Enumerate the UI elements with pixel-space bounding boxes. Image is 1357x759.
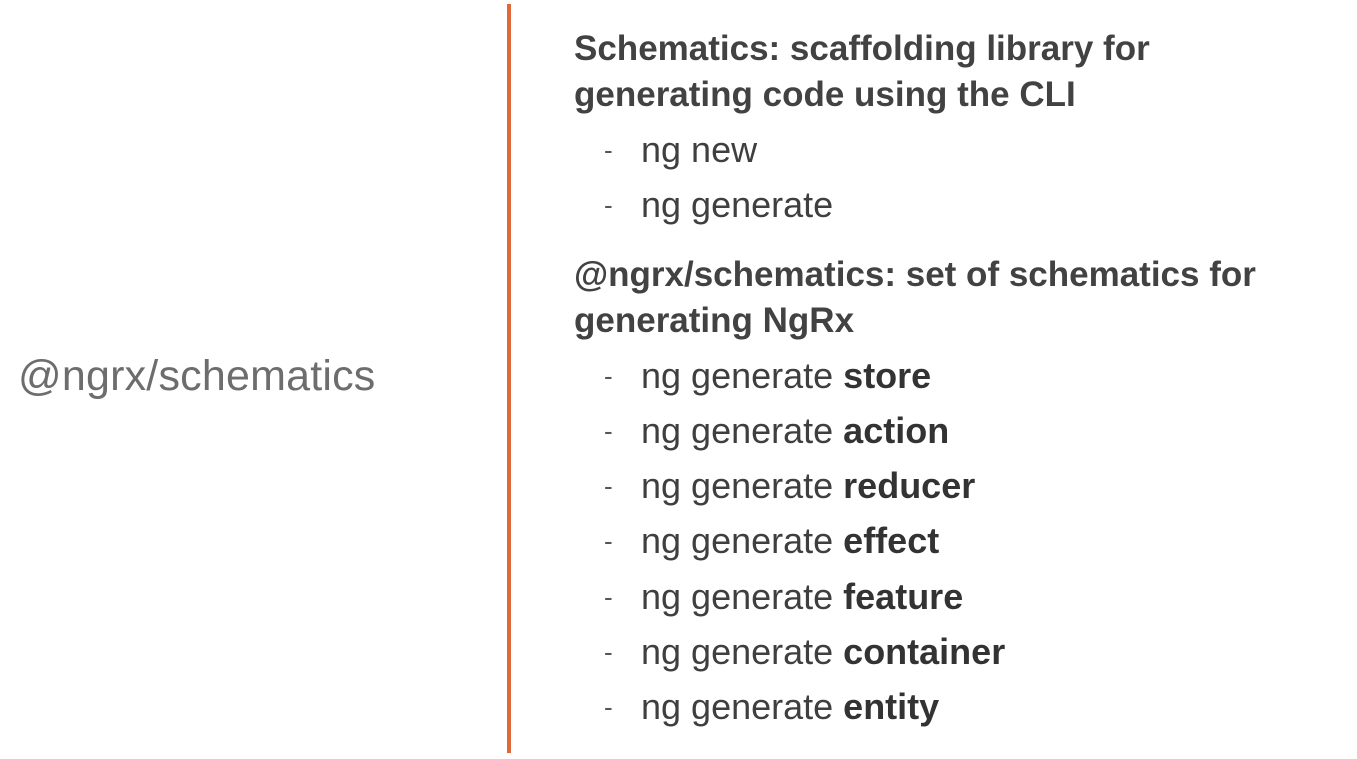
command-item: - ng generate entity xyxy=(574,684,1355,739)
command-prefix: ng generate xyxy=(641,354,844,396)
command-prefix: ng generate xyxy=(641,184,834,226)
command-keyword: reducer xyxy=(843,465,976,507)
command-item: - ng generate reducer xyxy=(574,463,1355,518)
command-prefix: ng generate xyxy=(641,465,844,507)
section-heading-line-2: generating NgRx xyxy=(574,300,855,340)
list-dash: - xyxy=(604,471,613,502)
command-keyword: container xyxy=(843,631,1006,673)
slide-content: Schematics: scaffolding library for gene… xyxy=(574,26,1355,740)
command-text: ng generate action xyxy=(641,408,949,454)
section-heading-line-1: Schematics: scaffolding library for xyxy=(574,29,1150,68)
command-item: - ng new xyxy=(574,127,1355,182)
command-keyword: store xyxy=(843,354,932,396)
list-dash: - xyxy=(604,692,613,723)
command-list: - ng new - ng generate xyxy=(574,127,1355,238)
command-text: ng generate xyxy=(641,182,833,228)
command-keyword: feature xyxy=(843,575,964,617)
section-ngrx-schematics: @ngrx/schematics: set of schematics for … xyxy=(574,252,1355,740)
section-schematics: Schematics: scaffolding library for gene… xyxy=(574,26,1355,238)
command-prefix: ng generate xyxy=(641,631,844,673)
section-heading-line-2: generating code using the CLI xyxy=(574,75,1076,114)
list-dash: - xyxy=(604,581,613,612)
section-heading: @ngrx/schematics: set of schematics for … xyxy=(574,252,1355,344)
list-dash: - xyxy=(604,526,613,557)
command-keyword: entity xyxy=(843,686,940,728)
list-dash: - xyxy=(604,135,613,165)
command-item: - ng generate container xyxy=(574,629,1355,684)
command-prefix: ng new xyxy=(641,129,758,170)
list-dash: - xyxy=(604,637,613,668)
command-prefix: ng generate xyxy=(641,520,844,562)
command-keyword: action xyxy=(843,409,950,451)
section-heading-line-1: @ngrx/schematics: set of schematics for xyxy=(574,254,1256,294)
command-prefix: ng generate xyxy=(641,575,844,617)
command-item: - ng generate store xyxy=(574,353,1355,408)
command-text: ng generate effect xyxy=(641,518,939,564)
command-item: - ng generate feature xyxy=(574,574,1355,629)
vertical-divider xyxy=(507,4,511,753)
command-text: ng generate entity xyxy=(641,684,939,730)
section-heading: Schematics: scaffolding library for gene… xyxy=(574,26,1355,118)
list-dash: - xyxy=(604,415,613,446)
command-list: - ng generate store - ng generate action… xyxy=(574,353,1355,740)
command-item: - ng generate effect xyxy=(574,518,1355,573)
command-text: ng generate store xyxy=(641,353,931,399)
command-text: ng generate reducer xyxy=(641,463,975,509)
command-item: - ng generate action xyxy=(574,408,1355,463)
command-prefix: ng generate xyxy=(641,686,844,728)
list-dash: - xyxy=(604,360,613,391)
list-dash: - xyxy=(604,190,613,221)
command-item: - ng generate xyxy=(574,182,1355,237)
slide-side-title: @ngrx/schematics xyxy=(18,352,376,400)
command-text: ng generate feature xyxy=(641,574,963,620)
command-prefix: ng generate xyxy=(641,409,844,451)
command-text: ng new xyxy=(641,127,757,173)
command-keyword: effect xyxy=(843,520,940,562)
command-text: ng generate container xyxy=(641,629,1005,675)
